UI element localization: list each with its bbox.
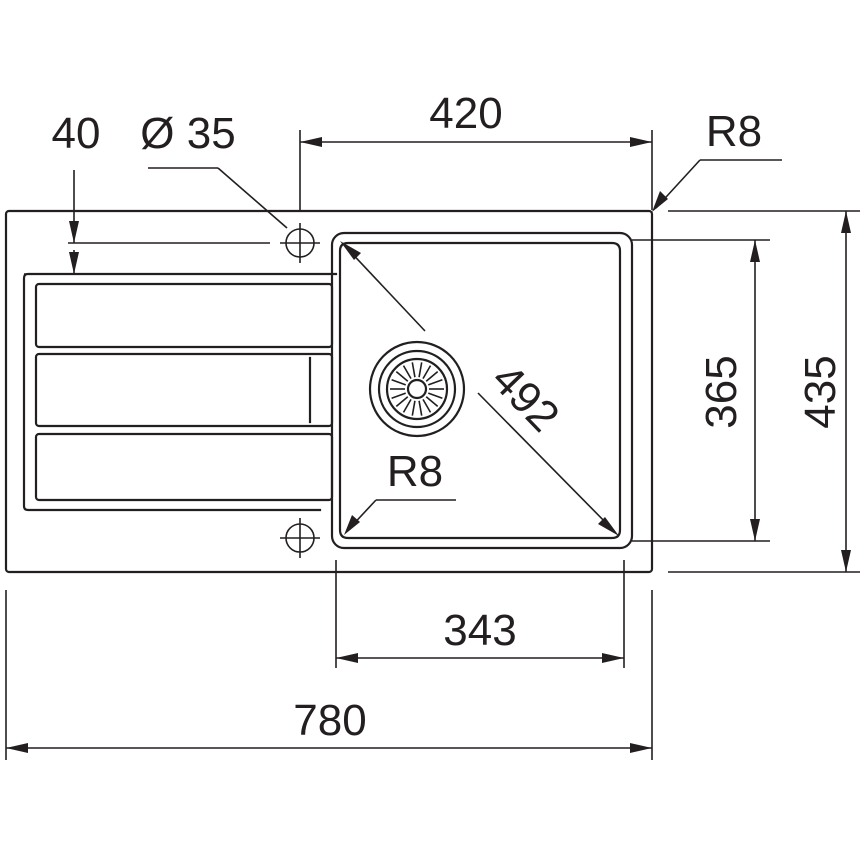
dimension-label-40: 40	[52, 109, 101, 158]
drain-slot	[391, 392, 406, 399]
dimension-label-420: 420	[429, 89, 502, 138]
dimension-tap-hole-offset: 40	[24, 109, 270, 275]
arrowhead	[750, 240, 760, 262]
dimension-inner-radius: R8	[344, 447, 456, 535]
arrowhead	[841, 550, 851, 572]
dimension-label-r8-outer: R8	[706, 107, 762, 156]
arrowhead	[630, 137, 652, 147]
dimension-bowl-depth: 365	[632, 239, 770, 542]
dimension-tap-hole-diameter: Ø 35	[140, 109, 288, 229]
drain-slot	[418, 362, 423, 378]
drainer-rib-3	[34, 432, 334, 502]
drainer-rib-2	[34, 352, 334, 428]
arrowhead	[336, 653, 358, 663]
arrowhead	[598, 517, 619, 536]
arrowhead	[300, 137, 322, 147]
dimension-label-780: 780	[293, 696, 366, 745]
dimension-label-365: 365	[697, 355, 746, 428]
dimension-bowl-diagonal: 492	[340, 241, 619, 536]
tap-hole-top	[280, 223, 320, 263]
bowl-outer-rim	[330, 231, 634, 550]
tap-hole-bottom	[280, 518, 320, 558]
dimension-overall-width: 780	[5, 590, 653, 760]
drain-slot	[411, 400, 416, 416]
dimension-bowl-top-width: 420	[299, 89, 653, 210]
drain-slot	[422, 365, 432, 380]
drain-middle-ring	[377, 349, 457, 429]
dimension-outer-radius: R8	[652, 107, 782, 212]
dimension-label-435: 435	[796, 355, 845, 428]
arrowhead	[344, 515, 360, 535]
dimension-label-343: 343	[443, 606, 516, 655]
drain-strainer	[368, 340, 466, 438]
sink-outer-edge	[4, 209, 654, 574]
sink-outline	[4, 209, 654, 574]
drain-slot	[402, 365, 412, 380]
arrowhead	[340, 241, 361, 260]
bowl-inner-rim	[338, 241, 622, 540]
dimension-label-r8-inner: R8	[387, 447, 443, 496]
drain-outer-ring	[368, 340, 466, 438]
drain-basket-ring	[385, 357, 449, 421]
drainer-outer-line	[22, 272, 338, 512]
arrowhead	[602, 653, 624, 663]
dimension-overall-depth: 435	[668, 210, 860, 573]
drain-slot	[391, 379, 406, 386]
drainer-board	[22, 272, 338, 512]
arrowhead	[69, 252, 79, 274]
drain-slot	[428, 379, 443, 386]
dimension-label-tap-diameter: Ø 35	[140, 109, 235, 158]
arrowhead	[750, 519, 760, 541]
arrowhead	[841, 211, 851, 233]
drain-slot	[425, 396, 439, 407]
dimension-label-492: 492	[482, 355, 568, 442]
drain-slot	[395, 396, 409, 407]
arrowhead	[6, 743, 28, 753]
drain-slot	[425, 371, 439, 382]
drain-slot	[428, 392, 443, 399]
drain-slot	[422, 398, 432, 413]
drain-slot	[418, 400, 423, 416]
dimension-bowl-bottom-width: 343	[335, 560, 625, 668]
sink-bowl	[330, 231, 634, 550]
drain-center	[406, 378, 428, 400]
drain-slot	[402, 398, 412, 413]
arrowhead	[630, 743, 652, 753]
arrowhead	[69, 221, 79, 243]
drain-slot	[411, 362, 416, 378]
drain-slots	[390, 362, 444, 416]
drain-slot	[395, 371, 409, 382]
drainer-rib-1	[34, 282, 334, 349]
arrowhead	[652, 191, 668, 212]
